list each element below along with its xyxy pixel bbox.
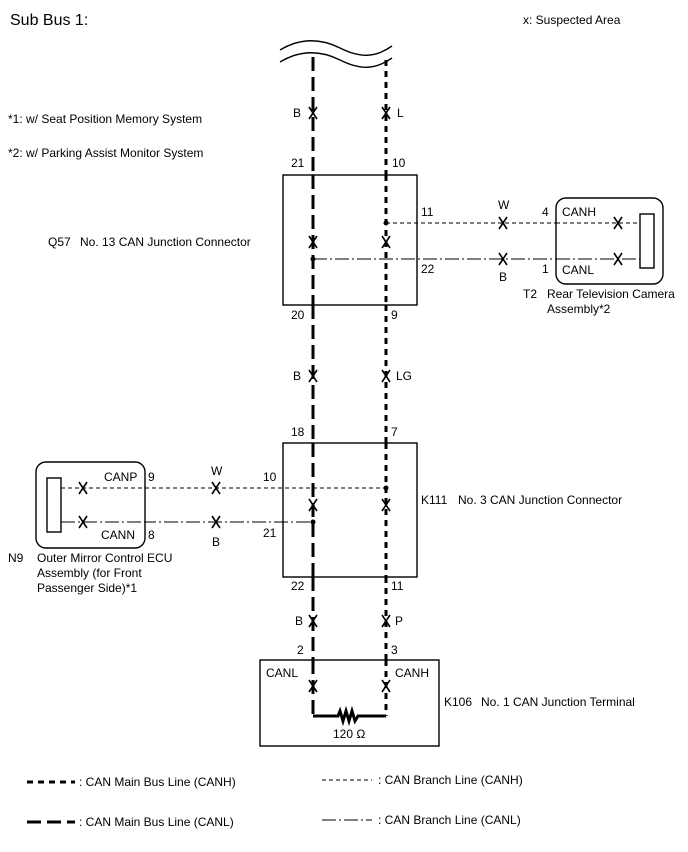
n9-pin-8: 8: [148, 528, 155, 542]
x-mark: [381, 235, 391, 249]
x-mark: [211, 515, 221, 529]
t2-name-line2: Assembly*2: [547, 302, 611, 316]
branch-k111-n9: [54, 487, 386, 523]
wire-top-left-color: B: [293, 106, 301, 120]
q57-pin-20: 20: [291, 308, 305, 322]
k111-pin-22: 22: [291, 579, 305, 593]
k106-resistor-label: 120 Ω: [333, 727, 365, 741]
k106-code: K106: [444, 695, 472, 709]
n9-code: N9: [8, 551, 24, 565]
line-legend: : CAN Main Bus Line (CANH) : CAN Main Bu…: [27, 773, 523, 829]
t2-pin-4: 4: [542, 205, 549, 219]
q57-name: No. 13 CAN Junction Connector: [80, 235, 251, 249]
q57-junction-dot-canh: [383, 220, 389, 226]
k111-junction-dot-canh: [383, 485, 389, 491]
wire-mid-right-color: LG: [396, 369, 412, 383]
k106-canh-label: CANH: [395, 666, 429, 680]
n9-wire-cann-color: B: [212, 535, 220, 549]
suspected-area-legend: x: Suspected Area: [523, 13, 621, 27]
k111-pin-11: 11: [391, 579, 404, 593]
note-2: *2: w/ Parking Assist Monitor System: [8, 146, 203, 160]
n9-component-box: [35, 461, 146, 549]
wire-top-right-color: L: [397, 106, 404, 120]
x-mark: [498, 252, 508, 266]
x-mark: [613, 216, 623, 230]
x-mark: [308, 369, 318, 383]
q57-pin-22: 22: [421, 262, 435, 276]
x-mark: [211, 481, 221, 495]
q57-pin-9: 9: [391, 308, 398, 322]
x-mark: [308, 106, 318, 120]
t2-canh-label: CANH: [562, 205, 596, 219]
q57-code: Q57: [48, 235, 71, 249]
k106-pin-2: 2: [297, 643, 304, 657]
k111-pin-7: 7: [391, 425, 398, 439]
t2-connector-block: [639, 213, 655, 269]
k111-pin-18: 18: [291, 425, 305, 439]
t2-name-line1: Rear Television Camera: [547, 287, 675, 301]
bus-break-symbol: [279, 40, 393, 68]
x-mark: [308, 679, 318, 693]
suspected-area-marks: [78, 106, 623, 693]
t2-wire-canl-color: B: [499, 270, 507, 284]
k111-junction-dot-canl: [310, 519, 316, 525]
k111-name: No. 3 CAN Junction Connector: [458, 493, 622, 507]
x-mark: [308, 498, 318, 512]
n9-canp-label: CANP: [104, 470, 137, 484]
diagram-title: Sub Bus 1:: [10, 12, 88, 29]
n9-name-line2: Assembly (for Front: [37, 566, 142, 580]
q57-junction-box: [282, 174, 418, 306]
x-mark: [381, 498, 391, 512]
k111-pin-10: 10: [263, 470, 277, 484]
wire-low-right-color: P: [395, 614, 403, 628]
legend-branch-canl: : CAN Branch Line (CANL): [378, 813, 521, 827]
t2-component-box: [555, 197, 664, 285]
t2-pin-1: 1: [542, 262, 549, 276]
x-mark: [381, 679, 391, 693]
x-mark: [78, 481, 88, 495]
x-mark: [613, 252, 623, 266]
x-mark: [381, 369, 391, 383]
wire-mid-left-color: B: [293, 369, 301, 383]
legend-main-canl: : CAN Main Bus Line (CANL): [79, 815, 234, 829]
legend-main-canh: : CAN Main Bus Line (CANH): [79, 775, 236, 789]
n9-connector-block: [46, 477, 62, 533]
k111-pin-21: 21: [263, 526, 277, 540]
n9-cann-label: CANN: [101, 528, 135, 542]
q57-pin-10: 10: [392, 156, 406, 170]
note-1: *1: w/ Seat Position Memory System: [8, 112, 202, 126]
x-mark: [308, 235, 318, 249]
n9-wire-canp-color: W: [211, 464, 223, 478]
k106-name: No. 1 CAN Junction Terminal: [481, 695, 635, 709]
t2-code: T2: [523, 287, 537, 301]
k106-resistor-line: [313, 705, 386, 727]
k106-pin-3: 3: [391, 643, 398, 657]
n9-name-line1: Outer Mirror Control ECU: [37, 551, 172, 565]
q57-pin-21: 21: [291, 156, 305, 170]
k106-canl-label: CANL: [266, 666, 298, 680]
legend-branch-canh: : CAN Branch Line (CANH): [378, 773, 523, 787]
t2-canl-label: CANL: [562, 263, 594, 277]
n9-pin-9: 9: [148, 470, 155, 484]
x-mark: [498, 216, 508, 230]
x-mark: [381, 614, 391, 628]
x-mark: [381, 106, 391, 120]
k111-junction-box: [282, 442, 418, 578]
k111-code: K111: [421, 493, 448, 507]
n9-name-line3: Passenger Side)*1: [37, 581, 137, 595]
t2-wire-canh-color: W: [498, 198, 510, 212]
q57-pin-11: 11: [421, 205, 434, 219]
k106-terminal-box: [259, 659, 440, 747]
wire-low-left-color: B: [295, 614, 303, 628]
x-mark: [78, 515, 88, 529]
x-mark: [308, 614, 318, 628]
q57-junction-dot-canl: [310, 256, 316, 262]
